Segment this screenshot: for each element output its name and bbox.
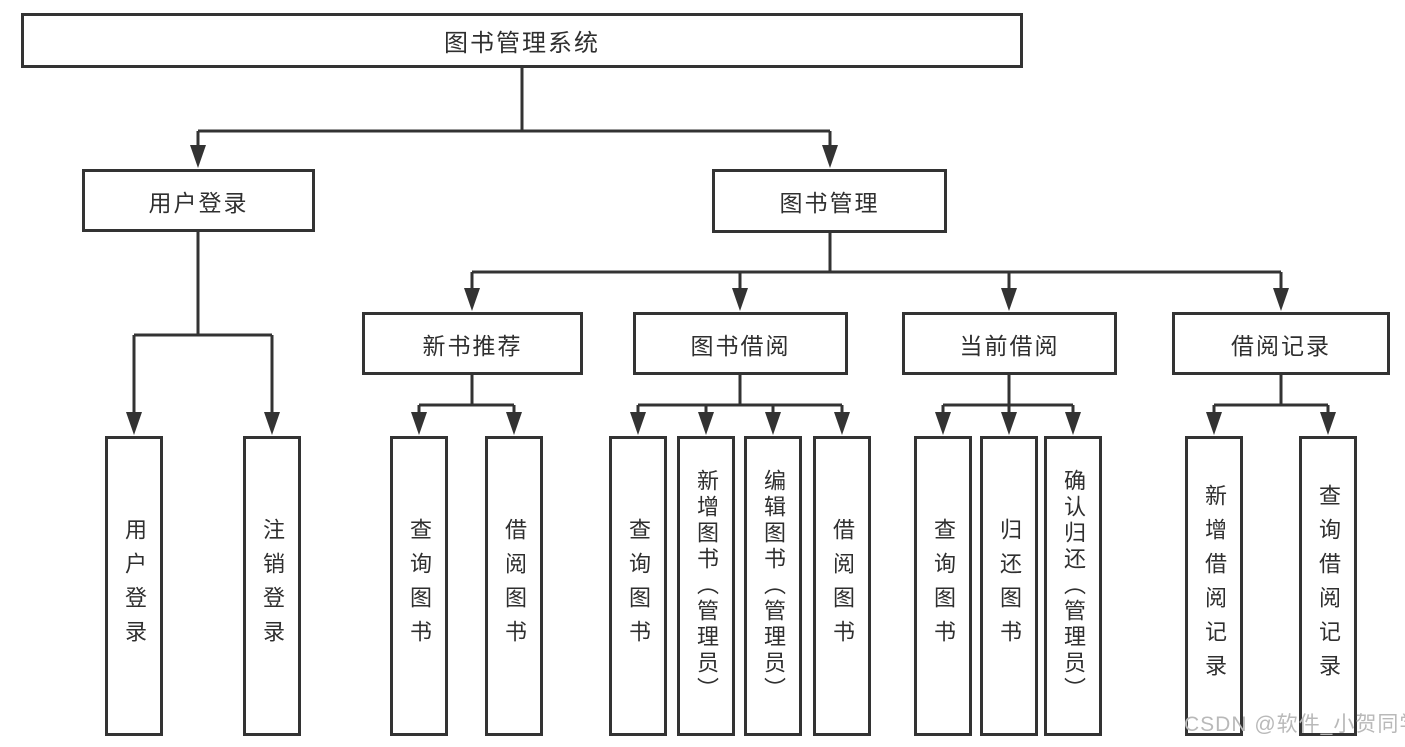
leaf-cb-confirm-return-admin: 确认归还（管理员） — [1044, 436, 1102, 736]
node-label: 新书推荐 — [422, 332, 523, 359]
node-user-login: 用户登录 — [82, 169, 315, 232]
node-library-management-system: 图书管理系统 — [21, 13, 1023, 68]
leaf-cb-query-books: 查询图书 — [914, 436, 972, 736]
node-label: 借阅记录 — [1231, 332, 1331, 359]
node-label: 确认归还（管理员） — [1061, 469, 1086, 703]
node-label: 查询图书 — [407, 518, 432, 654]
node-book-management: 图书管理 — [712, 169, 947, 233]
leaf-user-login: 用户登录 — [105, 436, 163, 736]
leaf-br-query-borrow-record: 查询借阅记录 — [1299, 436, 1357, 736]
node-book-borrowing: 图书借阅 — [633, 312, 848, 375]
leaf-logout-login: 注销登录 — [243, 436, 301, 736]
node-label: 新增图书（管理员） — [694, 469, 719, 703]
leaf-bb-edit-books-admin: 编辑图书（管理员） — [744, 436, 802, 736]
node-label: 用户登录 — [122, 518, 147, 654]
node-label: 编辑图书（管理员） — [761, 469, 786, 703]
leaf-br-add-borrow-record: 新增借阅记录 — [1185, 436, 1243, 736]
node-label: 图书管理系统 — [444, 30, 600, 57]
node-label: 借阅图书 — [502, 518, 527, 654]
leaf-bb-query-books: 查询图书 — [609, 436, 667, 736]
leaf-bb-add-books-admin: 新增图书（管理员） — [677, 436, 735, 736]
leaf-nb-query-books: 查询图书 — [390, 436, 448, 736]
node-new-book-recommend: 新书推荐 — [362, 312, 583, 375]
node-label: 注销登录 — [260, 518, 285, 654]
node-label: 借阅图书 — [830, 518, 855, 654]
node-label: 查询图书 — [931, 518, 956, 654]
node-label: 归还图书 — [997, 518, 1022, 654]
node-label: 新增借阅记录 — [1202, 484, 1227, 688]
node-borrowing-records: 借阅记录 — [1172, 312, 1390, 375]
node-label: 图书管理 — [779, 190, 880, 216]
csdn-watermark: CSDN @软件_小贺同学 — [1184, 713, 1405, 736]
node-label: 查询图书 — [626, 518, 651, 654]
arrowheads — [126, 145, 1336, 435]
leaf-bb-borrow-books: 借阅图书 — [813, 436, 871, 736]
node-label: 图书借阅 — [690, 332, 791, 359]
node-label: 查询借阅记录 — [1316, 484, 1341, 688]
leaf-cb-return-books: 归还图书 — [980, 436, 1038, 736]
node-label: 当前借阅 — [959, 332, 1060, 359]
node-current-borrowing: 当前借阅 — [902, 312, 1117, 375]
leaf-nb-borrow-books: 借阅图书 — [485, 436, 543, 736]
node-label: 用户登录 — [148, 189, 249, 216]
